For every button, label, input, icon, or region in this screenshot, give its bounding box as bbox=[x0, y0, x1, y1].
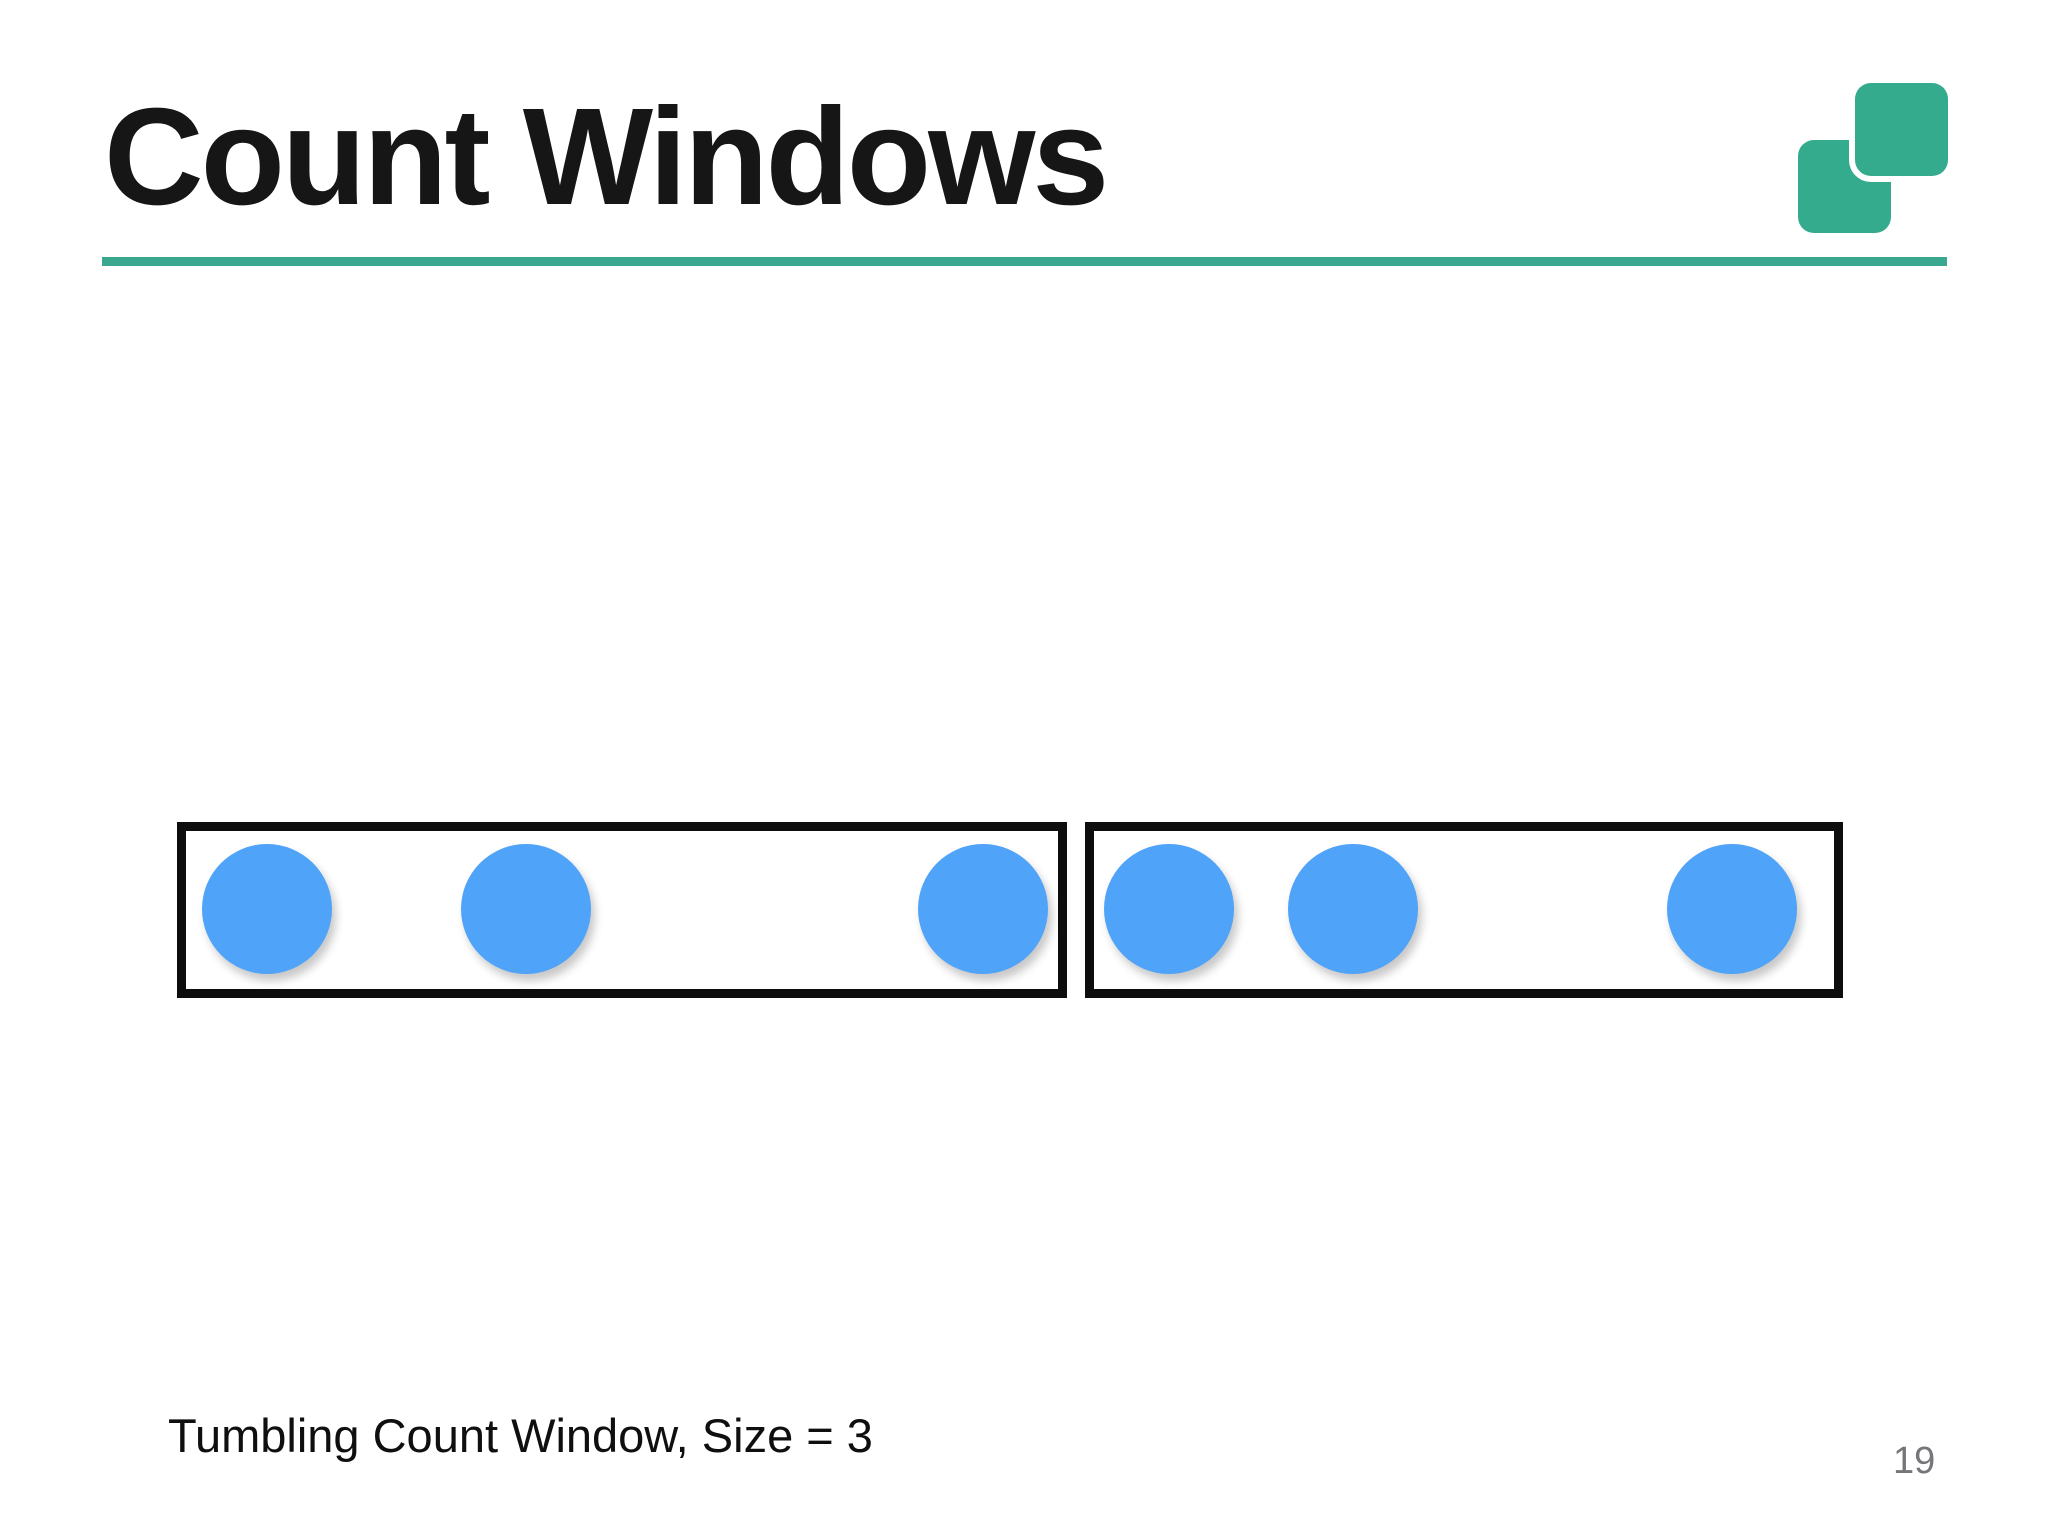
caption: Tumbling Count Window, Size = 3 bbox=[168, 1409, 873, 1462]
event-circle bbox=[1288, 844, 1418, 974]
page-number: 19 bbox=[1893, 1440, 1936, 1482]
event-circle bbox=[1667, 844, 1797, 974]
event-circle bbox=[461, 844, 591, 974]
event-circle bbox=[202, 844, 332, 974]
count-window-1 bbox=[177, 822, 1067, 998]
logo-square-front bbox=[1855, 83, 1948, 176]
slide-title: Count Windows bbox=[104, 80, 1109, 234]
title-underline bbox=[102, 257, 1947, 266]
overlapping-squares-icon bbox=[1798, 83, 1948, 233]
count-window-2 bbox=[1085, 822, 1843, 998]
event-circle bbox=[918, 844, 1048, 974]
event-circle bbox=[1104, 844, 1234, 974]
